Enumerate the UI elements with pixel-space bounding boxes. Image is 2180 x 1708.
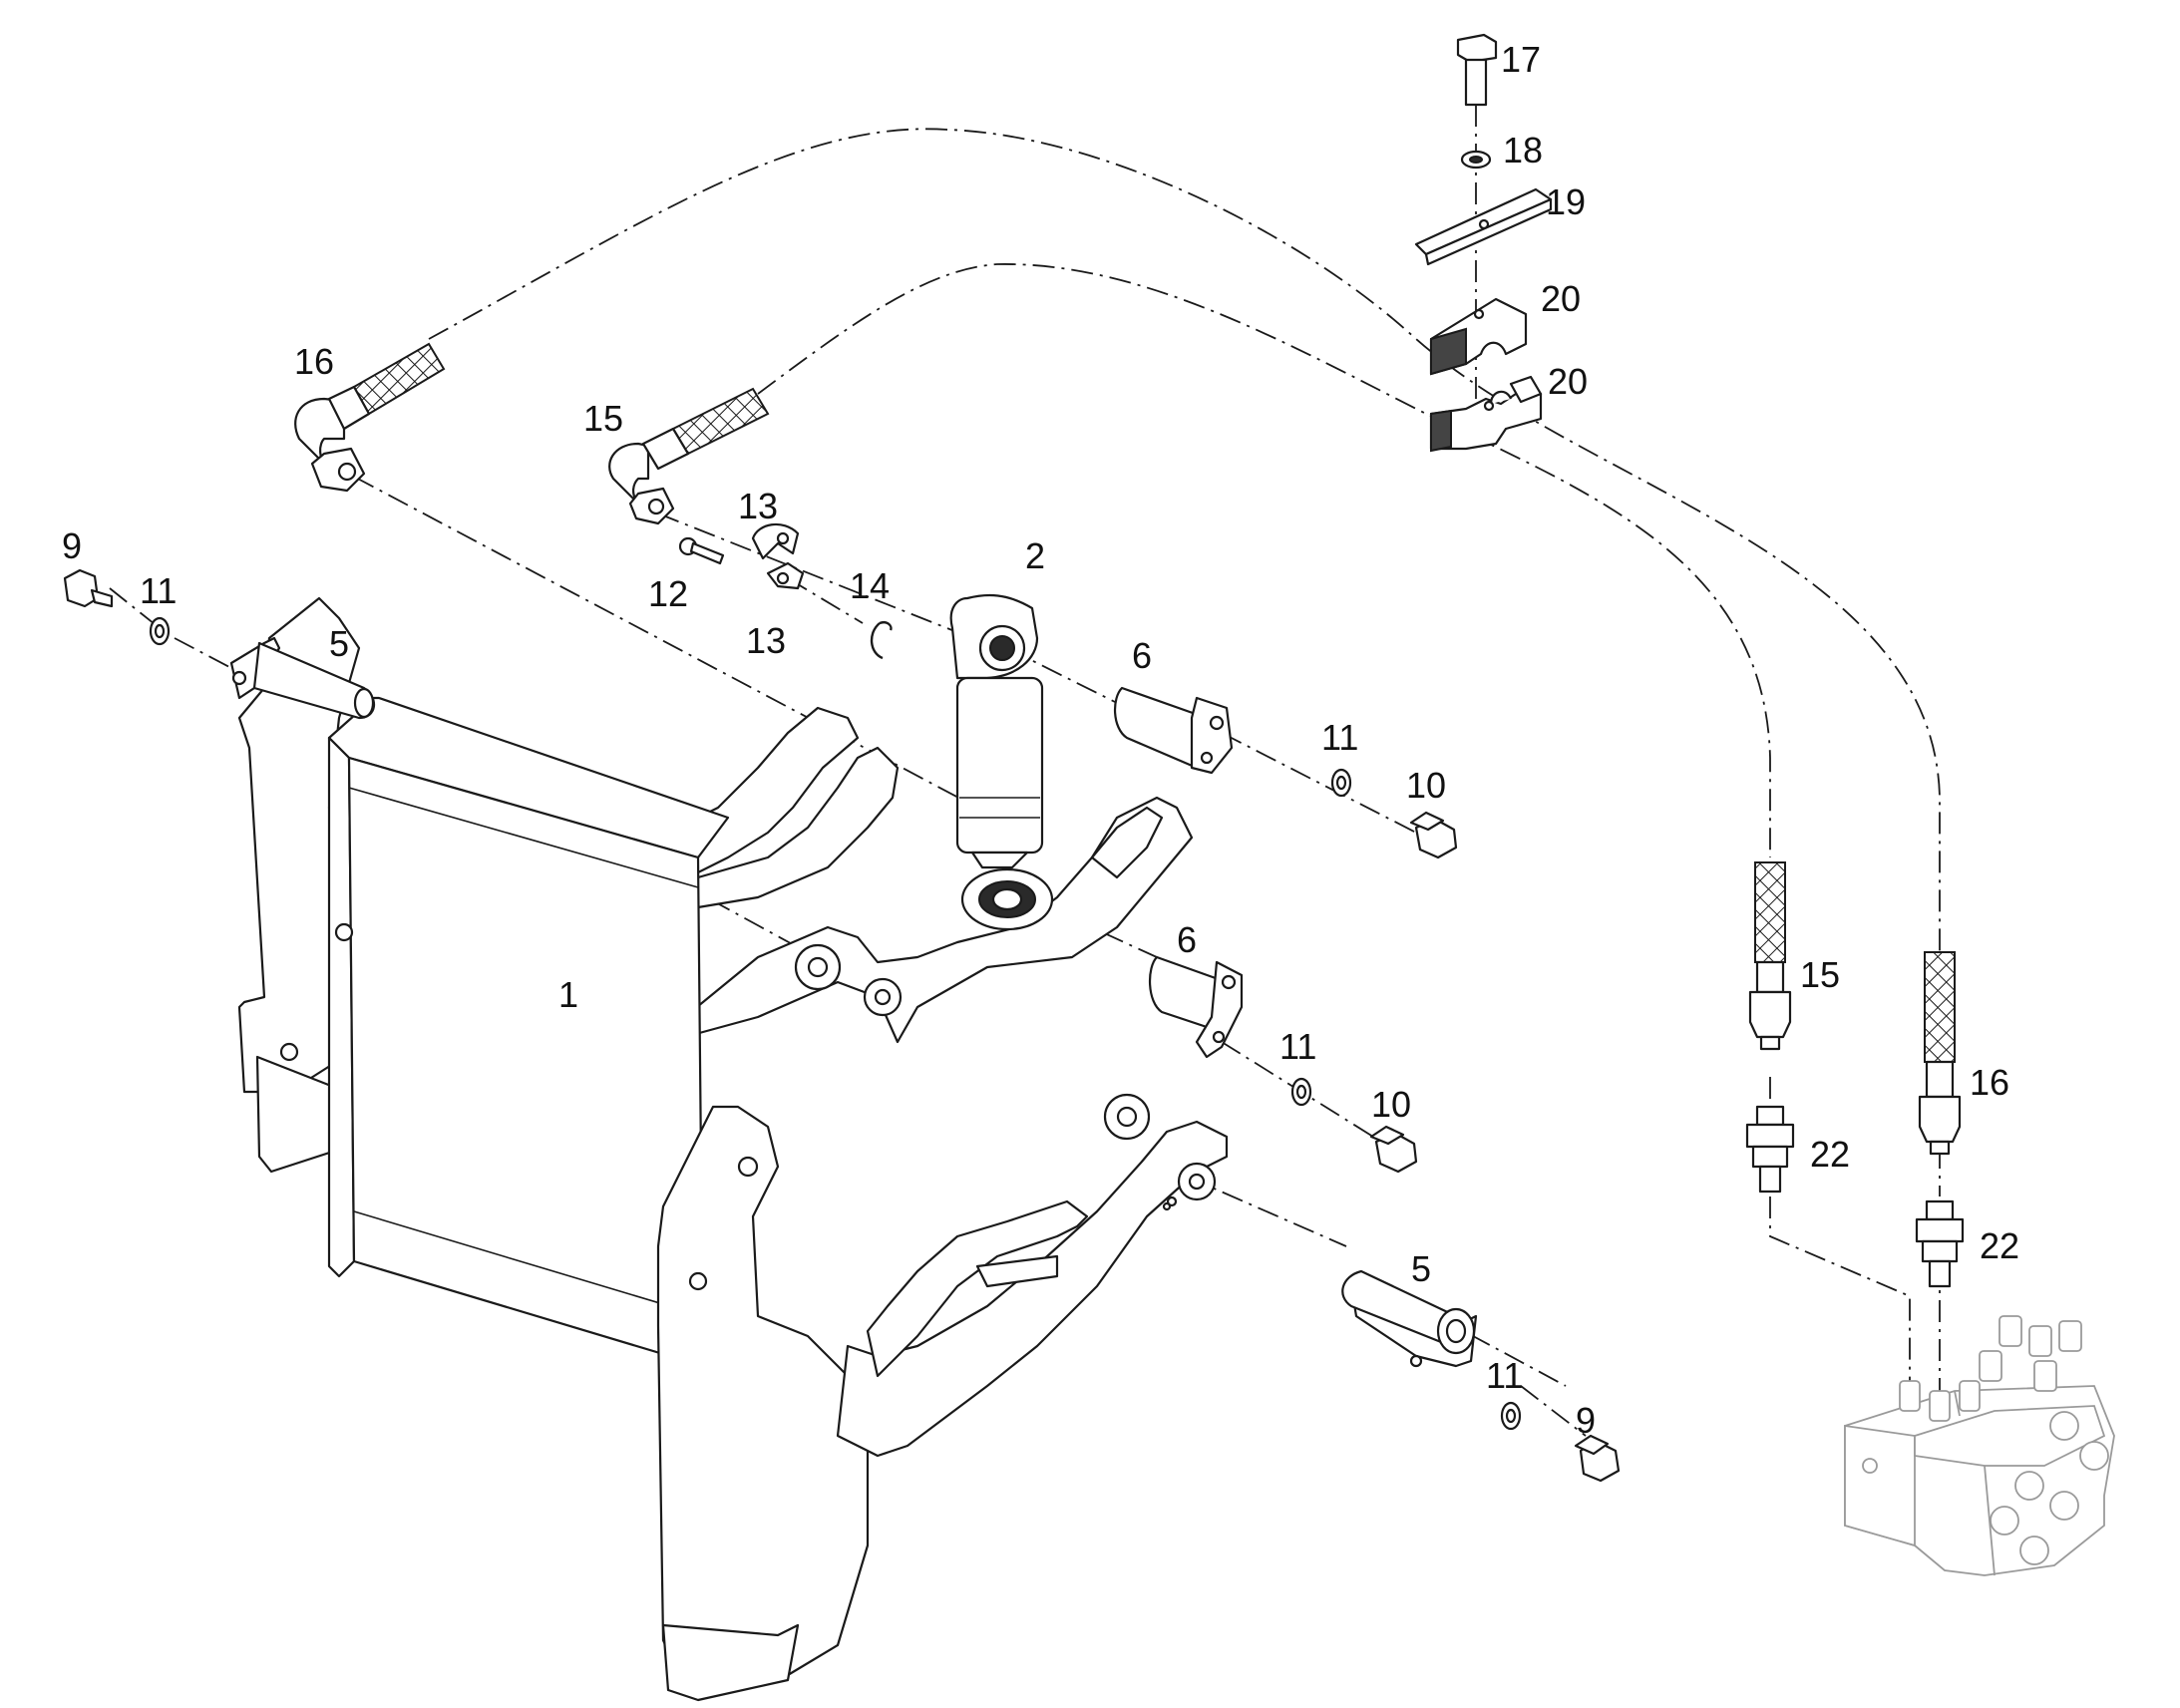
hose-part-16-upper (294, 342, 446, 493)
callout-5-upper: 5 (329, 623, 349, 664)
callout-11-d: 11 (1486, 1355, 1523, 1396)
clamp-part-20-lower (1429, 375, 1543, 453)
plate-part-19 (1414, 187, 1553, 266)
callout-6-upper: 6 (1132, 635, 1152, 676)
cylinder-part-2 (949, 593, 1054, 931)
callout-17: 17 (1501, 39, 1541, 80)
callout-5-lower: 5 (1411, 1248, 1431, 1289)
callout-11-c: 11 (1279, 1026, 1316, 1067)
washer-part-18 (1460, 150, 1492, 170)
hose-part-15-upper (608, 387, 770, 525)
washer-part-11-set (149, 616, 1522, 1431)
callout-18: 18 (1503, 130, 1543, 171)
pin-part-6-lower (1148, 955, 1244, 1059)
callout-15-lower: 15 (1800, 954, 1840, 995)
callout-9-lower: 9 (1576, 1400, 1596, 1441)
frame-part-1 (237, 596, 1229, 1702)
hose-part-15-lower (1748, 861, 1792, 1051)
bolt-part-10-upper (1409, 811, 1458, 859)
callout-1: 1 (558, 974, 578, 1015)
callout-13-upper: 13 (738, 486, 778, 526)
pin-part-5-upper (229, 636, 375, 720)
clamp-part-20-upper (1429, 297, 1528, 376)
callout-12: 12 (648, 573, 688, 614)
clamp-part-13 (751, 522, 805, 590)
screw-part-12 (678, 536, 725, 565)
callout-20-upper: 20 (1541, 278, 1581, 319)
adapter-part-22-right (1915, 1199, 1965, 1288)
callout-9-upper: 9 (62, 525, 82, 566)
callout-2: 2 (1025, 535, 1045, 576)
snap-ring-part-14 (870, 621, 893, 660)
callout-10-upper: 10 (1406, 765, 1446, 806)
bolt-part-9-lower (1574, 1434, 1621, 1483)
callout-15-upper: 15 (583, 398, 623, 439)
callout-19: 19 (1546, 181, 1586, 222)
callout-11-b: 11 (1321, 717, 1358, 758)
valve-fittings (1862, 1315, 2109, 1565)
callout-16-lower: 16 (1970, 1062, 2009, 1103)
callout-labels: 1 2 5 5 6 6 9 9 10 10 11 11 11 11 12 13 … (62, 39, 2019, 1441)
callout-16-upper: 16 (294, 341, 334, 382)
pin-part-5-lower (1341, 1269, 1478, 1368)
bolt-part-17 (1456, 33, 1498, 107)
pin-part-6-upper (1114, 686, 1234, 775)
control-valve (1844, 1315, 2115, 1576)
bolt-part-9-upper (63, 568, 114, 608)
callout-22-left: 22 (1810, 1134, 1850, 1175)
hose-part-16-lower (1918, 951, 1962, 1156)
callout-6-lower: 6 (1177, 919, 1197, 960)
adapter-part-22-left (1745, 1105, 1795, 1194)
callout-20-lower: 20 (1548, 361, 1588, 402)
callout-22-right: 22 (1980, 1225, 2019, 1266)
callout-14: 14 (850, 565, 890, 606)
callout-11-a: 11 (140, 570, 177, 611)
bolt-part-10-lower (1369, 1125, 1418, 1174)
callout-13-lower: 13 (746, 620, 786, 661)
callout-10-lower: 10 (1371, 1084, 1411, 1125)
